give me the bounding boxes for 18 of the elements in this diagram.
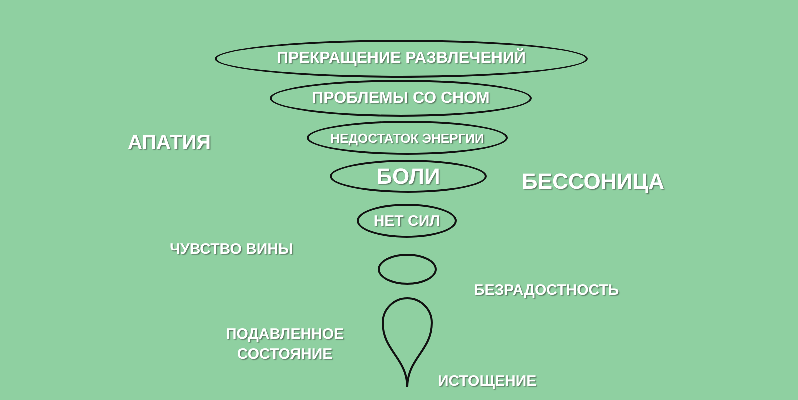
symptom-label: БЕССОНИЦА [522, 168, 664, 196]
oval-box [357, 204, 457, 238]
oval-box [215, 40, 588, 78]
oval-box [330, 160, 487, 193]
symptom-label: БЕЗРАДОСТНОСТЬ [474, 281, 620, 300]
symptom-label: ИСТОЩЕНИЕ [438, 372, 537, 392]
symptom-label: ПОДАВЛЕННОЕ СОСТОЯНИЕ [224, 325, 346, 364]
teardrop-shape [380, 296, 435, 388]
symptom-label: ЧУВСТВО ВИНЫ [170, 240, 294, 260]
funnel-label: НЕДОСТАТОК ЭНЕРГИИ [330, 130, 484, 146]
empty-oval [378, 254, 437, 285]
funnel-label: ПРЕКРАЩЕНИЕ РАЗВЛЕЧЕНИЙ [277, 50, 526, 68]
oval-box [307, 121, 508, 155]
symptom-label: АПАТИЯ [128, 131, 211, 156]
funnel-label: БОЛИ [376, 164, 440, 190]
funnel-label: ПРОБЛЕМЫ СО СНОМ [312, 90, 490, 108]
oval-box [270, 80, 532, 117]
funnel-label: НЕТ СИЛ [374, 212, 440, 230]
